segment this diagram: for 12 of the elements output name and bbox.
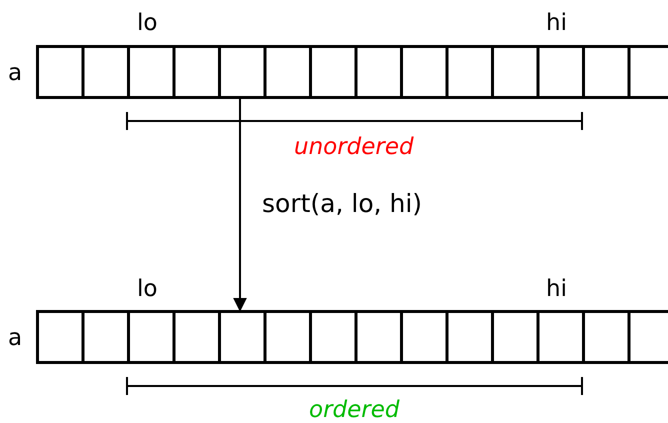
- range-label: unordered: [294, 136, 414, 159]
- array-drawing: [36, 310, 668, 364]
- range-label: ordered: [309, 399, 400, 422]
- array-drawing: [36, 45, 668, 99]
- index-label: hi: [546, 12, 567, 35]
- index-label: lo: [137, 12, 158, 35]
- index-label: lo: [137, 278, 158, 301]
- edge-label: sort(a, lo, hi): [262, 190, 422, 216]
- array-name: a: [8, 327, 22, 350]
- arrow: [233, 99, 247, 312]
- index-label: hi: [546, 278, 567, 301]
- array-name: a: [8, 62, 22, 85]
